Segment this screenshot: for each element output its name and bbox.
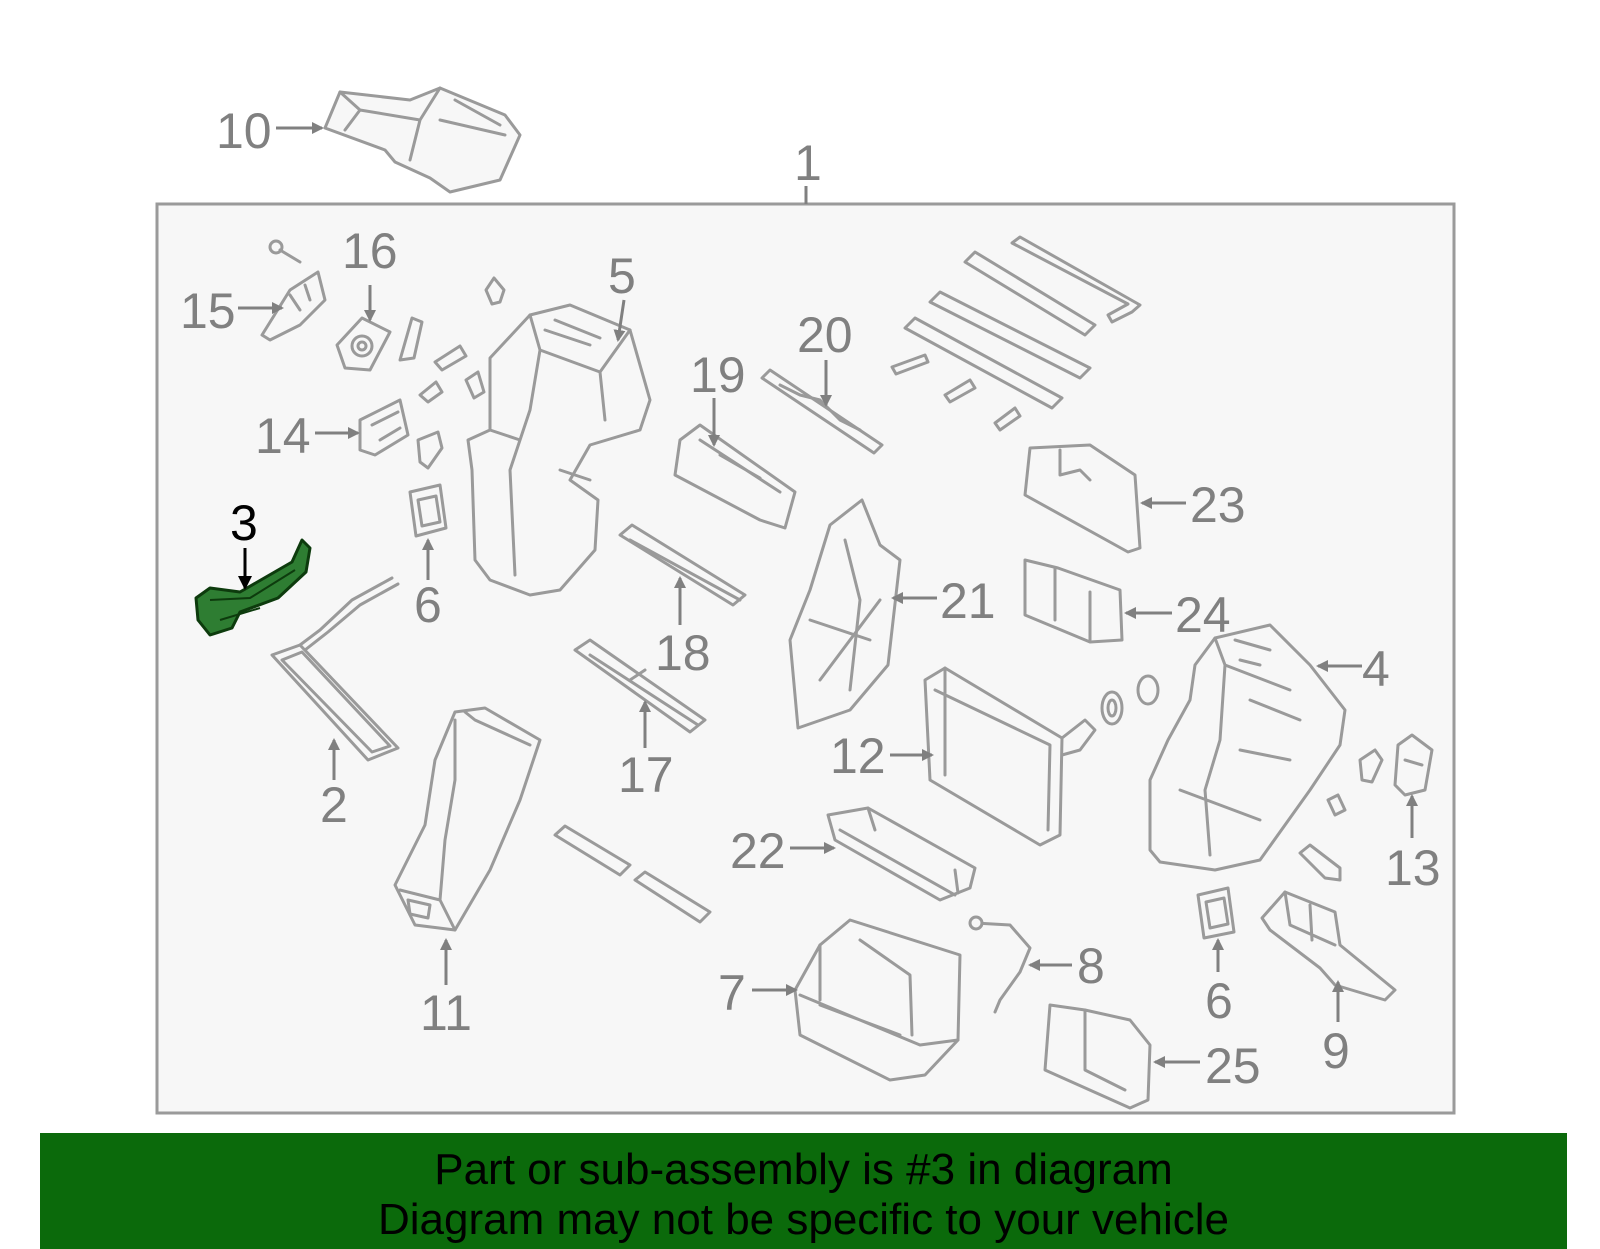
callout-12: 12 [830, 728, 886, 784]
callout-17: 17 [618, 747, 674, 803]
part-19-door [673, 423, 797, 530]
callout-23: 23 [1190, 477, 1246, 533]
part-6-gasket-right [1196, 886, 1236, 940]
callout-19: 19 [690, 347, 746, 403]
small-clips-group [398, 276, 506, 404]
callout-4: 4 [1362, 641, 1390, 697]
callout-5-arrow [613, 299, 626, 342]
callout-6b: 6 [1205, 973, 1233, 1029]
part-14-bracket [358, 398, 444, 470]
callout-16: 16 [342, 223, 398, 279]
callout-1: 1 [794, 135, 822, 191]
callout-22: 22 [730, 823, 786, 879]
part-4-housing [1148, 623, 1347, 872]
part-7-lower-case [793, 918, 962, 1082]
part-24-panel [1023, 558, 1124, 644]
part-25-panel [1043, 1003, 1152, 1110]
part-3-highlighted [194, 538, 312, 637]
part-17-door [573, 638, 707, 734]
callout-24: 24 [1175, 587, 1231, 643]
part-9-duct [1260, 890, 1397, 1002]
callout-20: 20 [797, 307, 853, 363]
callout-10: 10 [216, 103, 272, 159]
part-23-panel [1023, 443, 1142, 554]
callout-3: 3 [230, 495, 258, 551]
part-18-door [618, 523, 747, 607]
part-22-tray [826, 806, 977, 902]
part-8-hose [968, 915, 1032, 1014]
callout-2: 2 [320, 777, 348, 833]
callout-8: 8 [1077, 938, 1105, 994]
callout-15: 15 [180, 283, 236, 339]
info-banner: Part or sub-assembly is #3 in diagram Di… [40, 1133, 1567, 1249]
callout-18: 18 [655, 625, 711, 681]
part-15-bracket [260, 239, 327, 342]
banner-line-disclaimer: Diagram may not be specific to your vehi… [377, 1195, 1230, 1244]
o-rings [1100, 674, 1160, 726]
callout-5: 5 [608, 248, 636, 304]
part-10-duct [323, 86, 522, 194]
callout-14: 14 [255, 408, 311, 464]
banner-line-part: Part or sub-assembly is #3 in diagram [434, 1145, 1173, 1194]
part-2-heater-core [270, 576, 400, 762]
callout-7: 7 [718, 965, 746, 1021]
callout-9: 9 [1322, 1023, 1350, 1079]
callout-11: 11 [420, 985, 472, 1041]
part-6-gasket-left [408, 483, 448, 538]
callout-21: 21 [940, 573, 996, 629]
door-pair [553, 824, 712, 924]
part-13-bracket [1298, 733, 1434, 882]
part-16-actuator [335, 316, 392, 372]
part-11-duct [393, 706, 542, 932]
callout-25: 25 [1205, 1038, 1261, 1094]
callout-6a: 6 [414, 577, 442, 633]
seal-strips [890, 235, 1142, 432]
part-21-duct [788, 498, 902, 730]
callout-13: 13 [1385, 840, 1441, 896]
part-12-evaporator [923, 666, 1097, 847]
